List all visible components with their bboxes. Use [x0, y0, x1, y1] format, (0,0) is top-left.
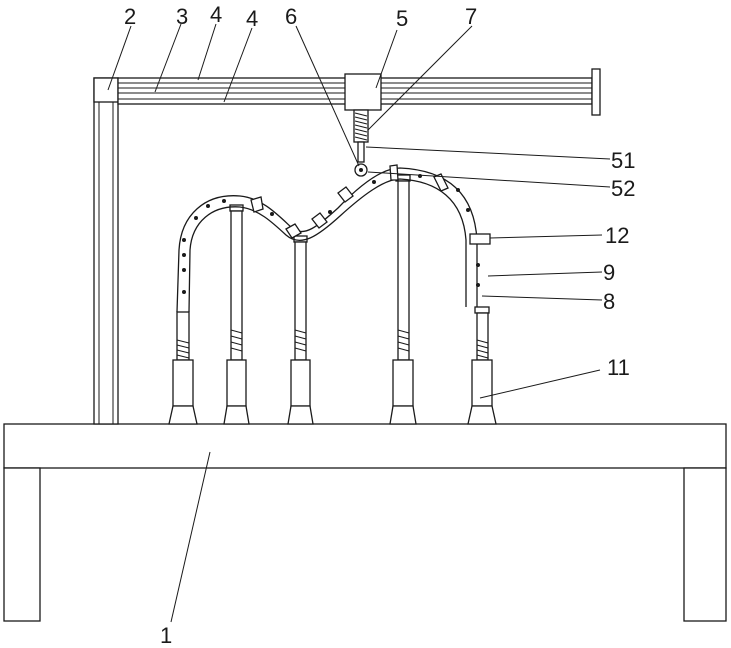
label-7: 7	[465, 4, 477, 29]
table-top	[4, 424, 726, 468]
support-rod-4	[390, 175, 416, 424]
end-plate	[592, 69, 600, 115]
label-5: 5	[396, 6, 408, 31]
label-8: 8	[603, 289, 615, 314]
leader-11	[480, 370, 600, 398]
label-4b: 4	[246, 6, 258, 31]
label-11: 11	[607, 355, 630, 380]
leader-4a	[198, 24, 216, 80]
leader-8	[482, 296, 602, 300]
tube-outer	[177, 168, 477, 312]
label-51: 51	[611, 148, 635, 173]
clip	[390, 165, 398, 180]
corner-connector	[94, 78, 118, 102]
label-3: 3	[176, 4, 188, 29]
support-rod-3	[288, 236, 313, 424]
vertical-post	[94, 78, 118, 424]
label-1: 1	[160, 623, 172, 648]
label-2: 2	[124, 4, 136, 29]
table	[4, 424, 726, 621]
support-rod-2	[224, 205, 249, 424]
slider-assembly	[345, 74, 381, 176]
label-52: 52	[611, 176, 635, 201]
label-6: 6	[285, 4, 297, 29]
label-12: 12	[605, 223, 629, 248]
leader-12	[490, 235, 602, 238]
leader-1	[171, 452, 210, 622]
frame-column	[94, 78, 118, 424]
leader-51	[366, 147, 610, 159]
label-4a: 4	[210, 2, 222, 27]
support-rod-5	[468, 307, 496, 424]
label-9: 9	[603, 260, 615, 285]
clip-12	[470, 234, 490, 244]
curved-tube	[177, 165, 490, 312]
table-leg-left	[4, 468, 40, 621]
clip	[251, 197, 263, 212]
support-rod-1	[169, 312, 197, 424]
table-leg-right	[684, 468, 726, 621]
tube-dots	[182, 174, 480, 294]
clip	[338, 187, 353, 202]
hook-rod	[358, 142, 364, 162]
leader-9	[488, 272, 602, 276]
clip	[312, 213, 327, 228]
slider-block	[345, 74, 381, 110]
